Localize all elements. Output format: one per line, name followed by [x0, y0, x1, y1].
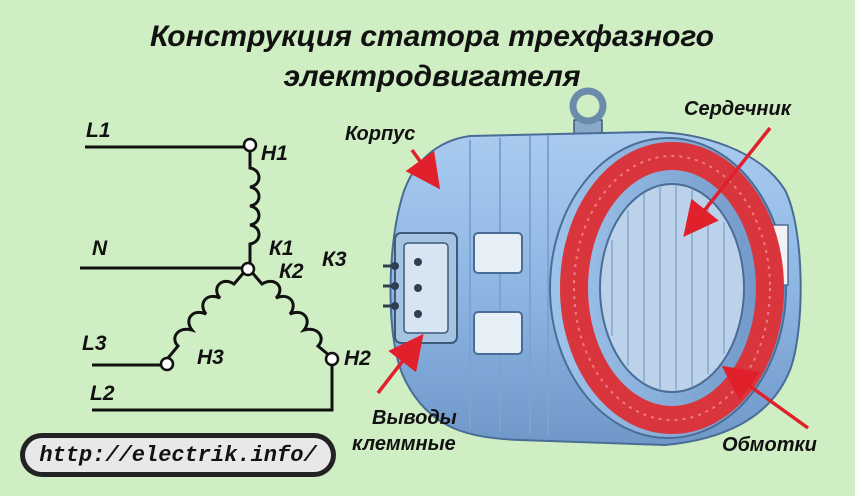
label-h1: Н1: [261, 142, 288, 165]
site-url[interactable]: http://electrik.info/: [39, 442, 317, 468]
label-terminals-2: клеммные: [352, 433, 456, 455]
label-housing: Корпус: [345, 123, 415, 145]
coil-k3-h3: [166, 269, 248, 359]
winding-turns: [573, 155, 771, 421]
part-arrows: [376, 126, 810, 430]
arrow-terminals: [376, 333, 424, 395]
title-line-2: электродвигателя: [284, 60, 581, 93]
housing-fins: [469, 135, 549, 436]
coil-h1-k1: [248, 152, 261, 266]
label-k1: К1: [269, 237, 294, 260]
label-h2: Н2: [344, 347, 371, 370]
core-bore: [599, 183, 745, 393]
url-badge-inner: http://electrik.info/: [25, 438, 331, 472]
l2-wire: [92, 362, 334, 412]
label-l3: L3: [82, 332, 107, 355]
lifting-eye-bolt: [569, 87, 607, 137]
label-k3: К3: [322, 248, 347, 271]
label-core: Сердечник: [684, 98, 792, 120]
coil-k2-h2: [248, 269, 331, 358]
terminal-h3: [159, 356, 175, 372]
url-badge[interactable]: http://electrik.info/: [20, 433, 336, 477]
terminal-h2: [324, 351, 340, 367]
window-top: [473, 232, 523, 274]
label-terminals-1: Выводы: [372, 407, 457, 429]
terminal-h1: [242, 137, 258, 153]
stator-illustration: [383, 87, 802, 447]
title-line-1: Конструкция статора трехфазного: [150, 20, 714, 53]
label-k2: К2: [279, 260, 304, 283]
label-h3: Н3: [197, 346, 224, 369]
wiring-schematic: [80, 145, 334, 412]
arrow-windings: [721, 365, 810, 430]
star-node: [240, 261, 256, 277]
label-l2: L2: [90, 382, 115, 405]
terminal-box: [383, 232, 458, 344]
label-n: N: [92, 237, 108, 260]
arrow-core: [683, 126, 772, 237]
window-bottom: [473, 311, 523, 355]
label-l1: L1: [86, 119, 111, 142]
arrow-housing: [405, 148, 441, 190]
label-windings: Обмотки: [722, 434, 817, 456]
